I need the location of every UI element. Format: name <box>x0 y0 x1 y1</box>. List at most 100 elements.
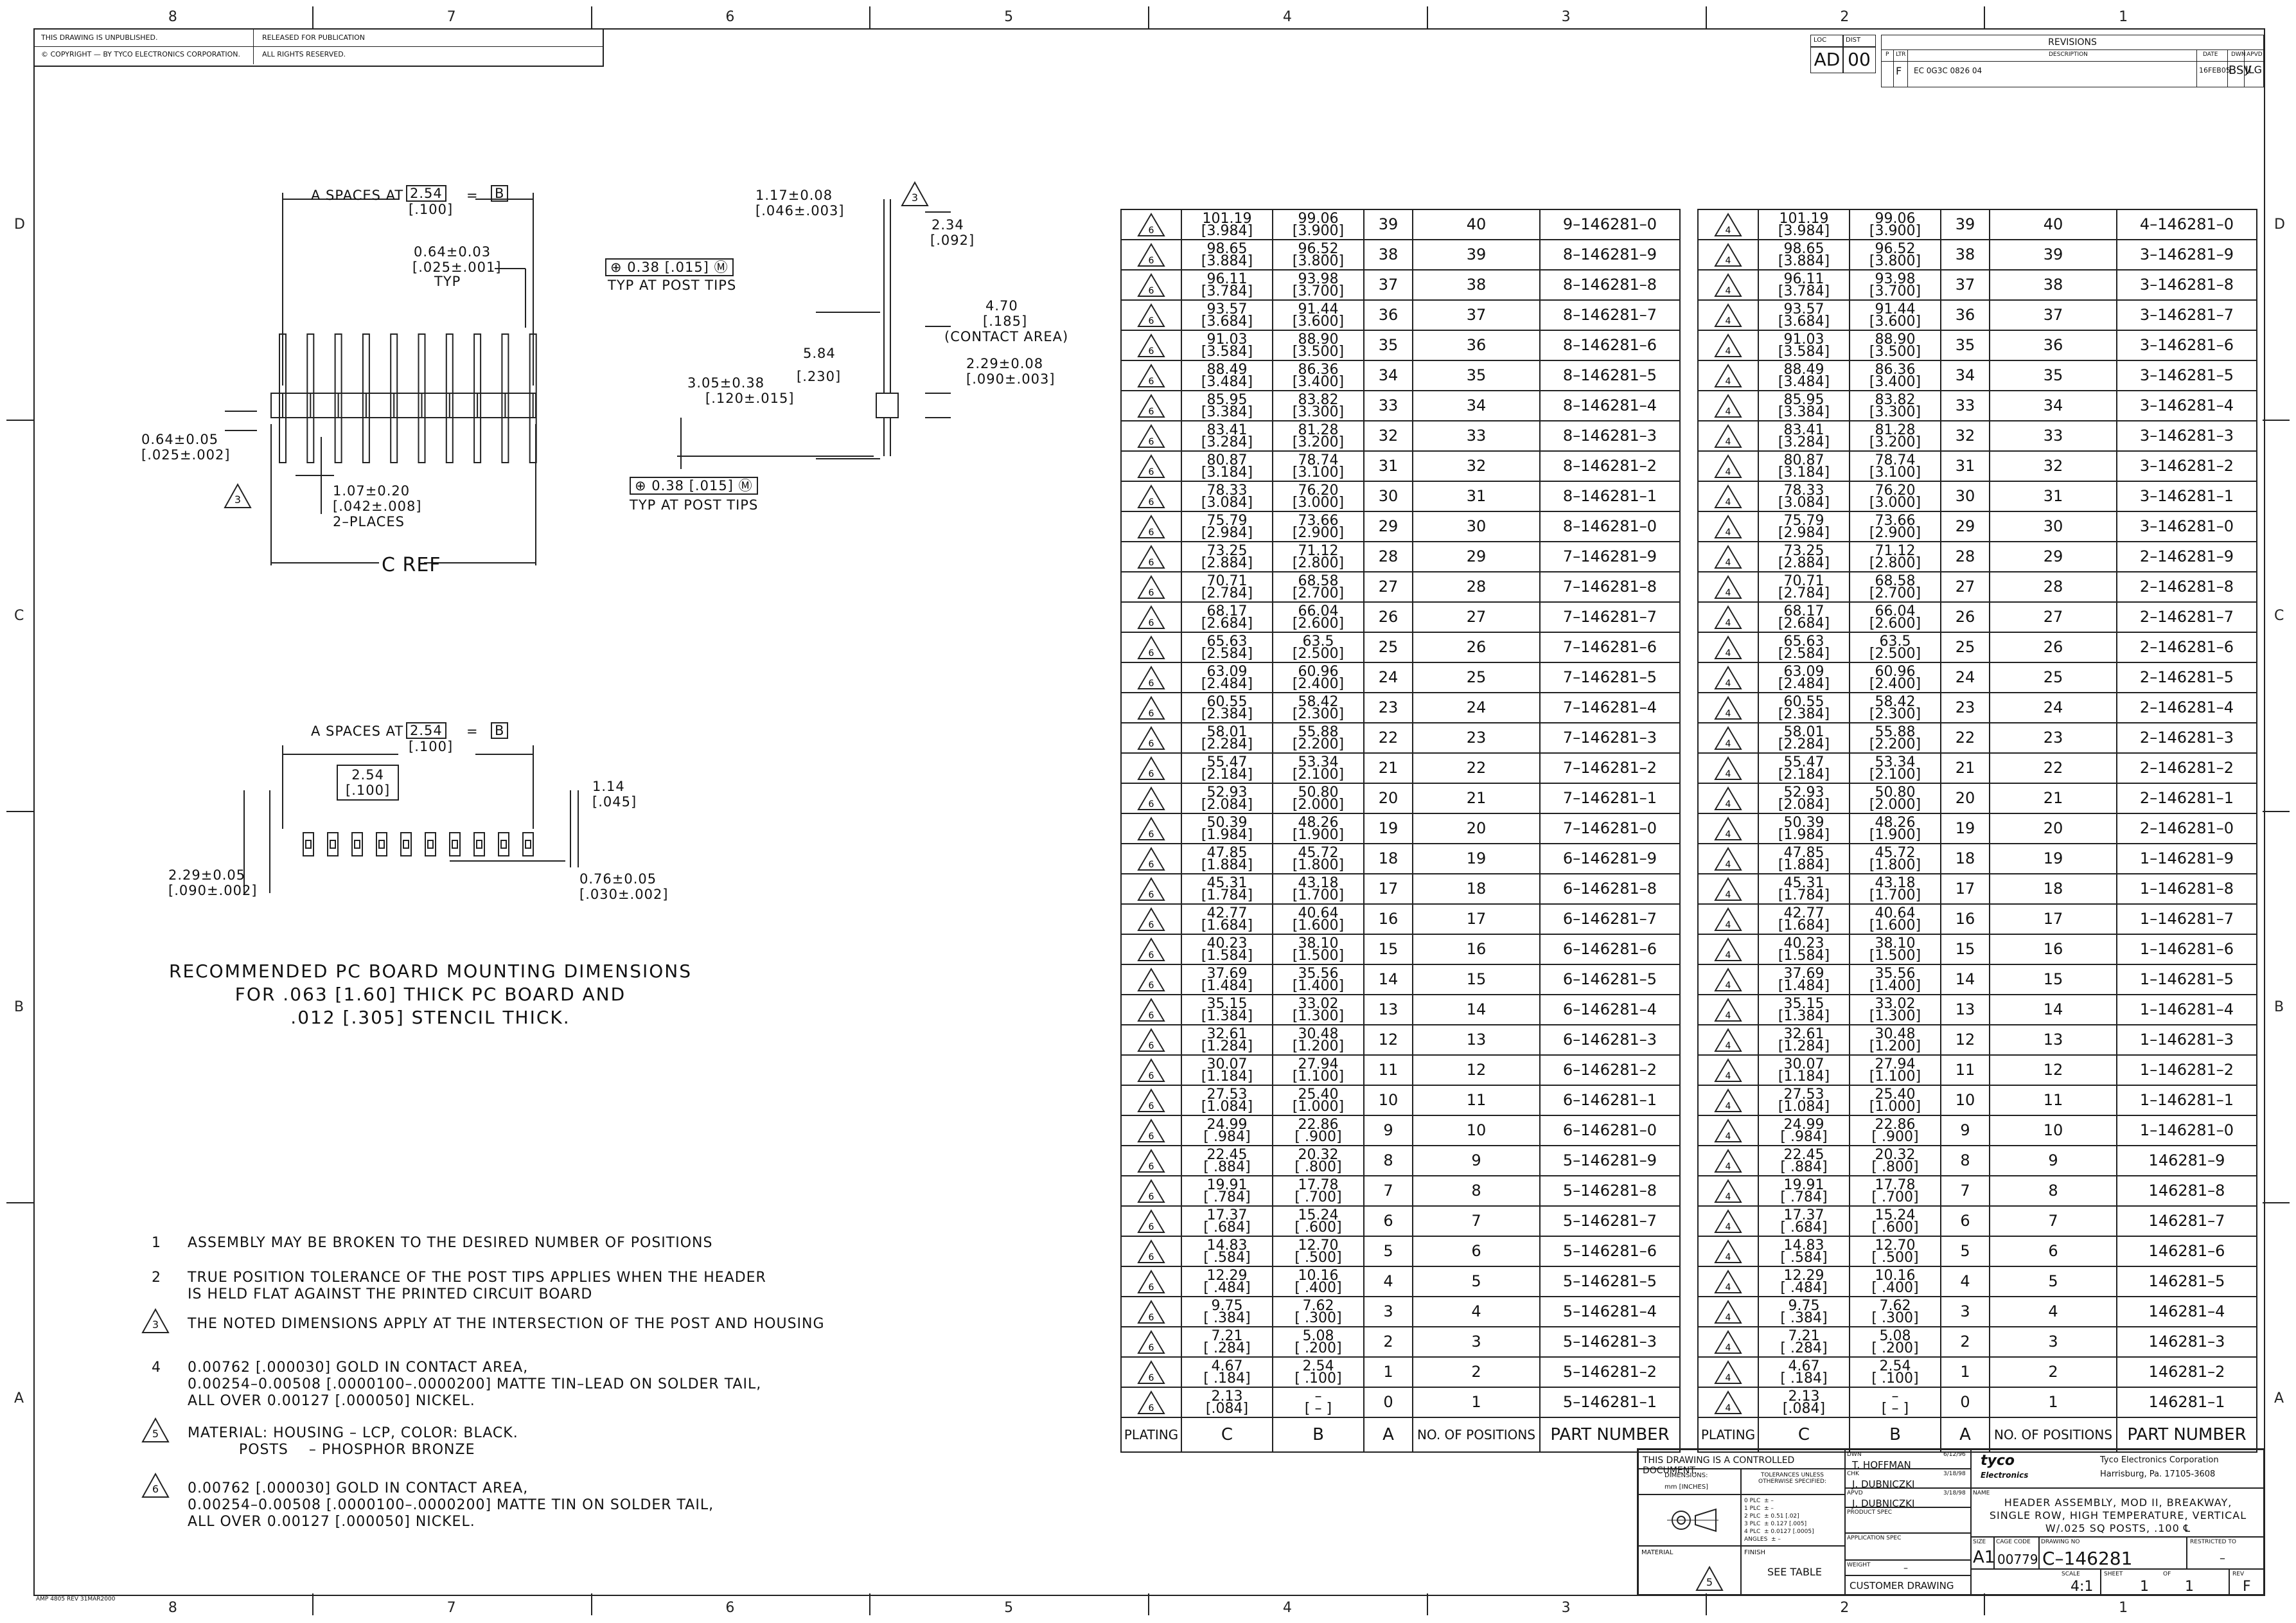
dim-c-cell: 68.17[2.684] <box>1758 601 1850 633</box>
c-ref-label: C REF <box>382 554 441 576</box>
dim-c-mm: 12.29 <box>1783 1267 1824 1284</box>
tp-box-bottom: ⊕ 0.38 [.015] Ⓜ <box>630 477 758 495</box>
svg-text:4: 4 <box>1726 860 1731 870</box>
positions-cell: 39 <box>1989 239 2117 270</box>
restricted-label: RESTRICTED TO <box>2190 1539 2236 1545</box>
svg-text:4: 4 <box>1726 1252 1731 1263</box>
dim-b-in: [3.800] <box>1292 253 1345 269</box>
positions-cell: 6 <box>1412 1236 1541 1267</box>
dim-b-in: [1.400] <box>1869 977 1921 994</box>
dim-b-cell: 17.78[ .700] <box>1849 1175 1941 1207</box>
dim-b-mm: 63.5 <box>1879 633 1911 650</box>
scale-value: 4:1 <box>2071 1579 2094 1595</box>
part-number-cell: 1–146281–0 <box>2116 1115 2257 1146</box>
svg-text:4: 4 <box>1726 1373 1731 1383</box>
dim-b-in: [ .500] <box>1294 1249 1342 1266</box>
dim-b-mm: 73.66 <box>1298 512 1339 529</box>
positions-cell: 28 <box>1989 571 2117 603</box>
part-number-cell: 1–146281–1 <box>2116 1085 2257 1116</box>
released-text: RELEASED FOR PUBLICATION <box>262 33 366 42</box>
dim-c-cell: 42.77[1.684] <box>1758 903 1850 935</box>
dim-b-in: [1.700] <box>1292 887 1345 903</box>
dim-b-in: [1.800] <box>1292 856 1345 873</box>
positions-cell: 30 <box>1989 511 2117 542</box>
dim-b-in: [ .700] <box>1294 1189 1342 1205</box>
dim-c-in: [1.084] <box>1201 1098 1253 1115</box>
svg-text:4: 4 <box>1726 1131 1731 1142</box>
pcb-pad <box>303 832 314 856</box>
dim-a-cell: 10 <box>1363 1085 1413 1116</box>
dim-b-in: [ – ] <box>1304 1400 1332 1417</box>
dim-b-cell: 58.42[2.300] <box>1849 692 1941 723</box>
dim-c-mm: 47.85 <box>1783 844 1824 861</box>
dim-b-cell: 40.64[1.600] <box>1272 903 1364 935</box>
dim-a-cell: 12 <box>1363 1024 1413 1056</box>
part-number-cell: 146281–2 <box>2116 1356 2257 1388</box>
pcb-dim-0-76-in: [.030±.002] <box>579 887 669 902</box>
plating-cell: 4 <box>1697 843 1759 874</box>
dim-b-cell: 27.94[1.100] <box>1849 1054 1941 1086</box>
part-number-cell: 146281–6 <box>2116 1236 2257 1267</box>
dim-b-in: [2.800] <box>1869 554 1921 571</box>
note-2-line: IS HELD FLAT AGAINST THE PRINTED CIRCUIT… <box>188 1286 593 1302</box>
dim-b-cell: 88.90[3.500] <box>1272 330 1364 361</box>
dim-c-cell: 91.03[3.584] <box>1181 330 1273 361</box>
dim-a-cell: 7 <box>1940 1175 1990 1207</box>
see-table: SEE TABLE <box>1767 1566 1822 1578</box>
positions-cell: 35 <box>1412 360 1541 391</box>
pcb-dim-1-14: 1.14 <box>592 779 625 794</box>
svg-text:6: 6 <box>1149 618 1154 628</box>
positions-cell: 35 <box>1989 360 2117 391</box>
dim-b-cell: 83.82[3.300] <box>1272 390 1364 421</box>
dim-c-cell: 101.19[3.984] <box>1758 209 1850 240</box>
dim-c-in: [1.484] <box>1778 977 1830 994</box>
dim-b-mm: 40.64 <box>1298 905 1339 921</box>
positions-cell: 14 <box>1412 994 1541 1025</box>
dim-b-mm: 55.88 <box>1298 723 1339 740</box>
dim-b-mm: 88.90 <box>1298 331 1339 348</box>
plating-cell: 6 <box>1120 1387 1182 1418</box>
dim-0-64-housing-in: [.025±.002] <box>141 447 231 463</box>
dim-b-cell: 81.28[3.200] <box>1849 420 1941 452</box>
dim-b-in: [2.700] <box>1869 585 1921 601</box>
dim-a-cell: 35 <box>1363 330 1413 361</box>
zone-tick <box>1426 1593 1428 1615</box>
dim-b-mm: 48.26 <box>1875 814 1916 831</box>
rev-col-desc: DESCRIPTION <box>2049 51 2088 58</box>
svg-text:6: 6 <box>1149 346 1154 357</box>
plating-cell: 6 <box>1120 1145 1182 1176</box>
plating-cell: 4 <box>1697 632 1759 663</box>
part-number-cell: 7–146281–1 <box>1539 783 1681 814</box>
positions-cell: 40 <box>1412 209 1541 240</box>
dim-b-cell: 66.04[2.600] <box>1272 601 1364 633</box>
dim-b-cell: 48.26[1.900] <box>1849 813 1941 844</box>
svg-text:6: 6 <box>1149 1192 1154 1202</box>
dim-b-cell: 53.34[2.100] <box>1272 752 1364 784</box>
svg-text:6: 6 <box>1149 377 1154 387</box>
part-number-cell: 8–146281–1 <box>1539 481 1681 512</box>
dim-a-cell: 28 <box>1363 541 1413 572</box>
positions-cell: 9 <box>1412 1145 1541 1176</box>
dim-c-mm: 80.87 <box>1783 452 1824 468</box>
dim-b-in: [3.200] <box>1292 434 1345 450</box>
positions-cell: 22 <box>1412 752 1541 784</box>
part-number-cell: 6–146281–3 <box>1539 1024 1681 1056</box>
loc-value: AD <box>1810 46 1844 73</box>
dim-b-mm: 15.24 <box>1298 1207 1339 1223</box>
table-header-cell: A <box>1363 1417 1413 1453</box>
cage-value: 00779 <box>1997 1552 2038 1567</box>
dim-c-in: [2.084] <box>1778 796 1830 813</box>
dim-c-mm: 17.37 <box>1206 1207 1248 1223</box>
dim-b-mm: 25.40 <box>1875 1086 1916 1103</box>
